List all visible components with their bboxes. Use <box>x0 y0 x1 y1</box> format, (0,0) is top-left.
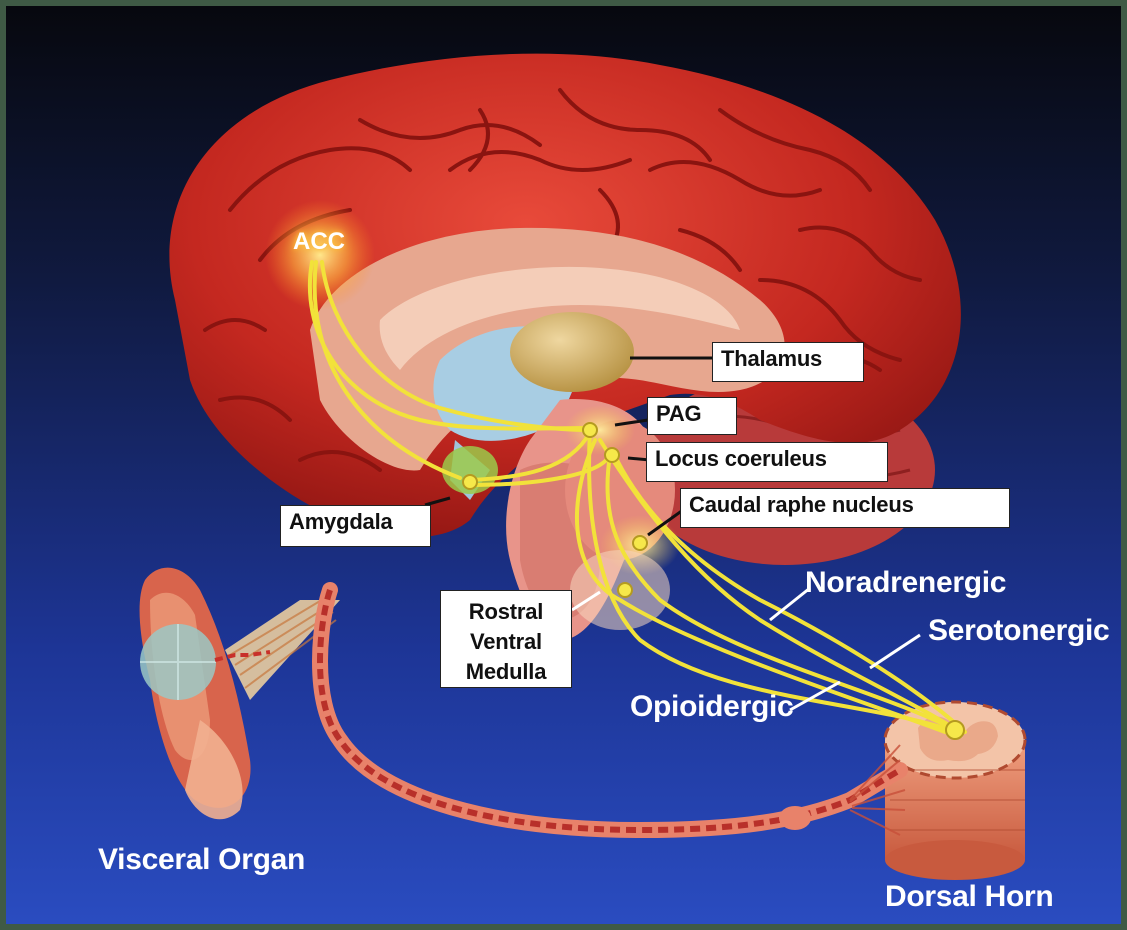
amygdala-label: Amygdala <box>280 505 431 547</box>
thalamus-label: Thalamus <box>712 342 864 382</box>
acc-label: ACC <box>293 228 345 256</box>
rvm-line-2: Ventral <box>449 627 563 657</box>
dorsal-horn-label: Dorsal Horn <box>885 880 1053 914</box>
rostral-ventral-medulla-label: Rostral Ventral Medulla <box>440 590 572 688</box>
rvm-line-3: Medulla <box>449 657 563 687</box>
opioidergic-label: Opioidergic <box>630 690 793 724</box>
noradrenergic-label: Noradrenergic <box>805 566 1006 600</box>
serotonergic-label: Serotonergic <box>928 614 1109 648</box>
pag-label: PAG <box>647 397 737 435</box>
locus-coeruleus-label: Locus coeruleus <box>646 442 888 482</box>
rvm-line-1: Rostral <box>449 597 563 627</box>
thalamus-structure <box>510 312 634 392</box>
caudal-raphe-nucleus-label: Caudal raphe nucleus <box>680 488 1010 528</box>
visceral-organ-label: Visceral Organ <box>98 843 305 877</box>
